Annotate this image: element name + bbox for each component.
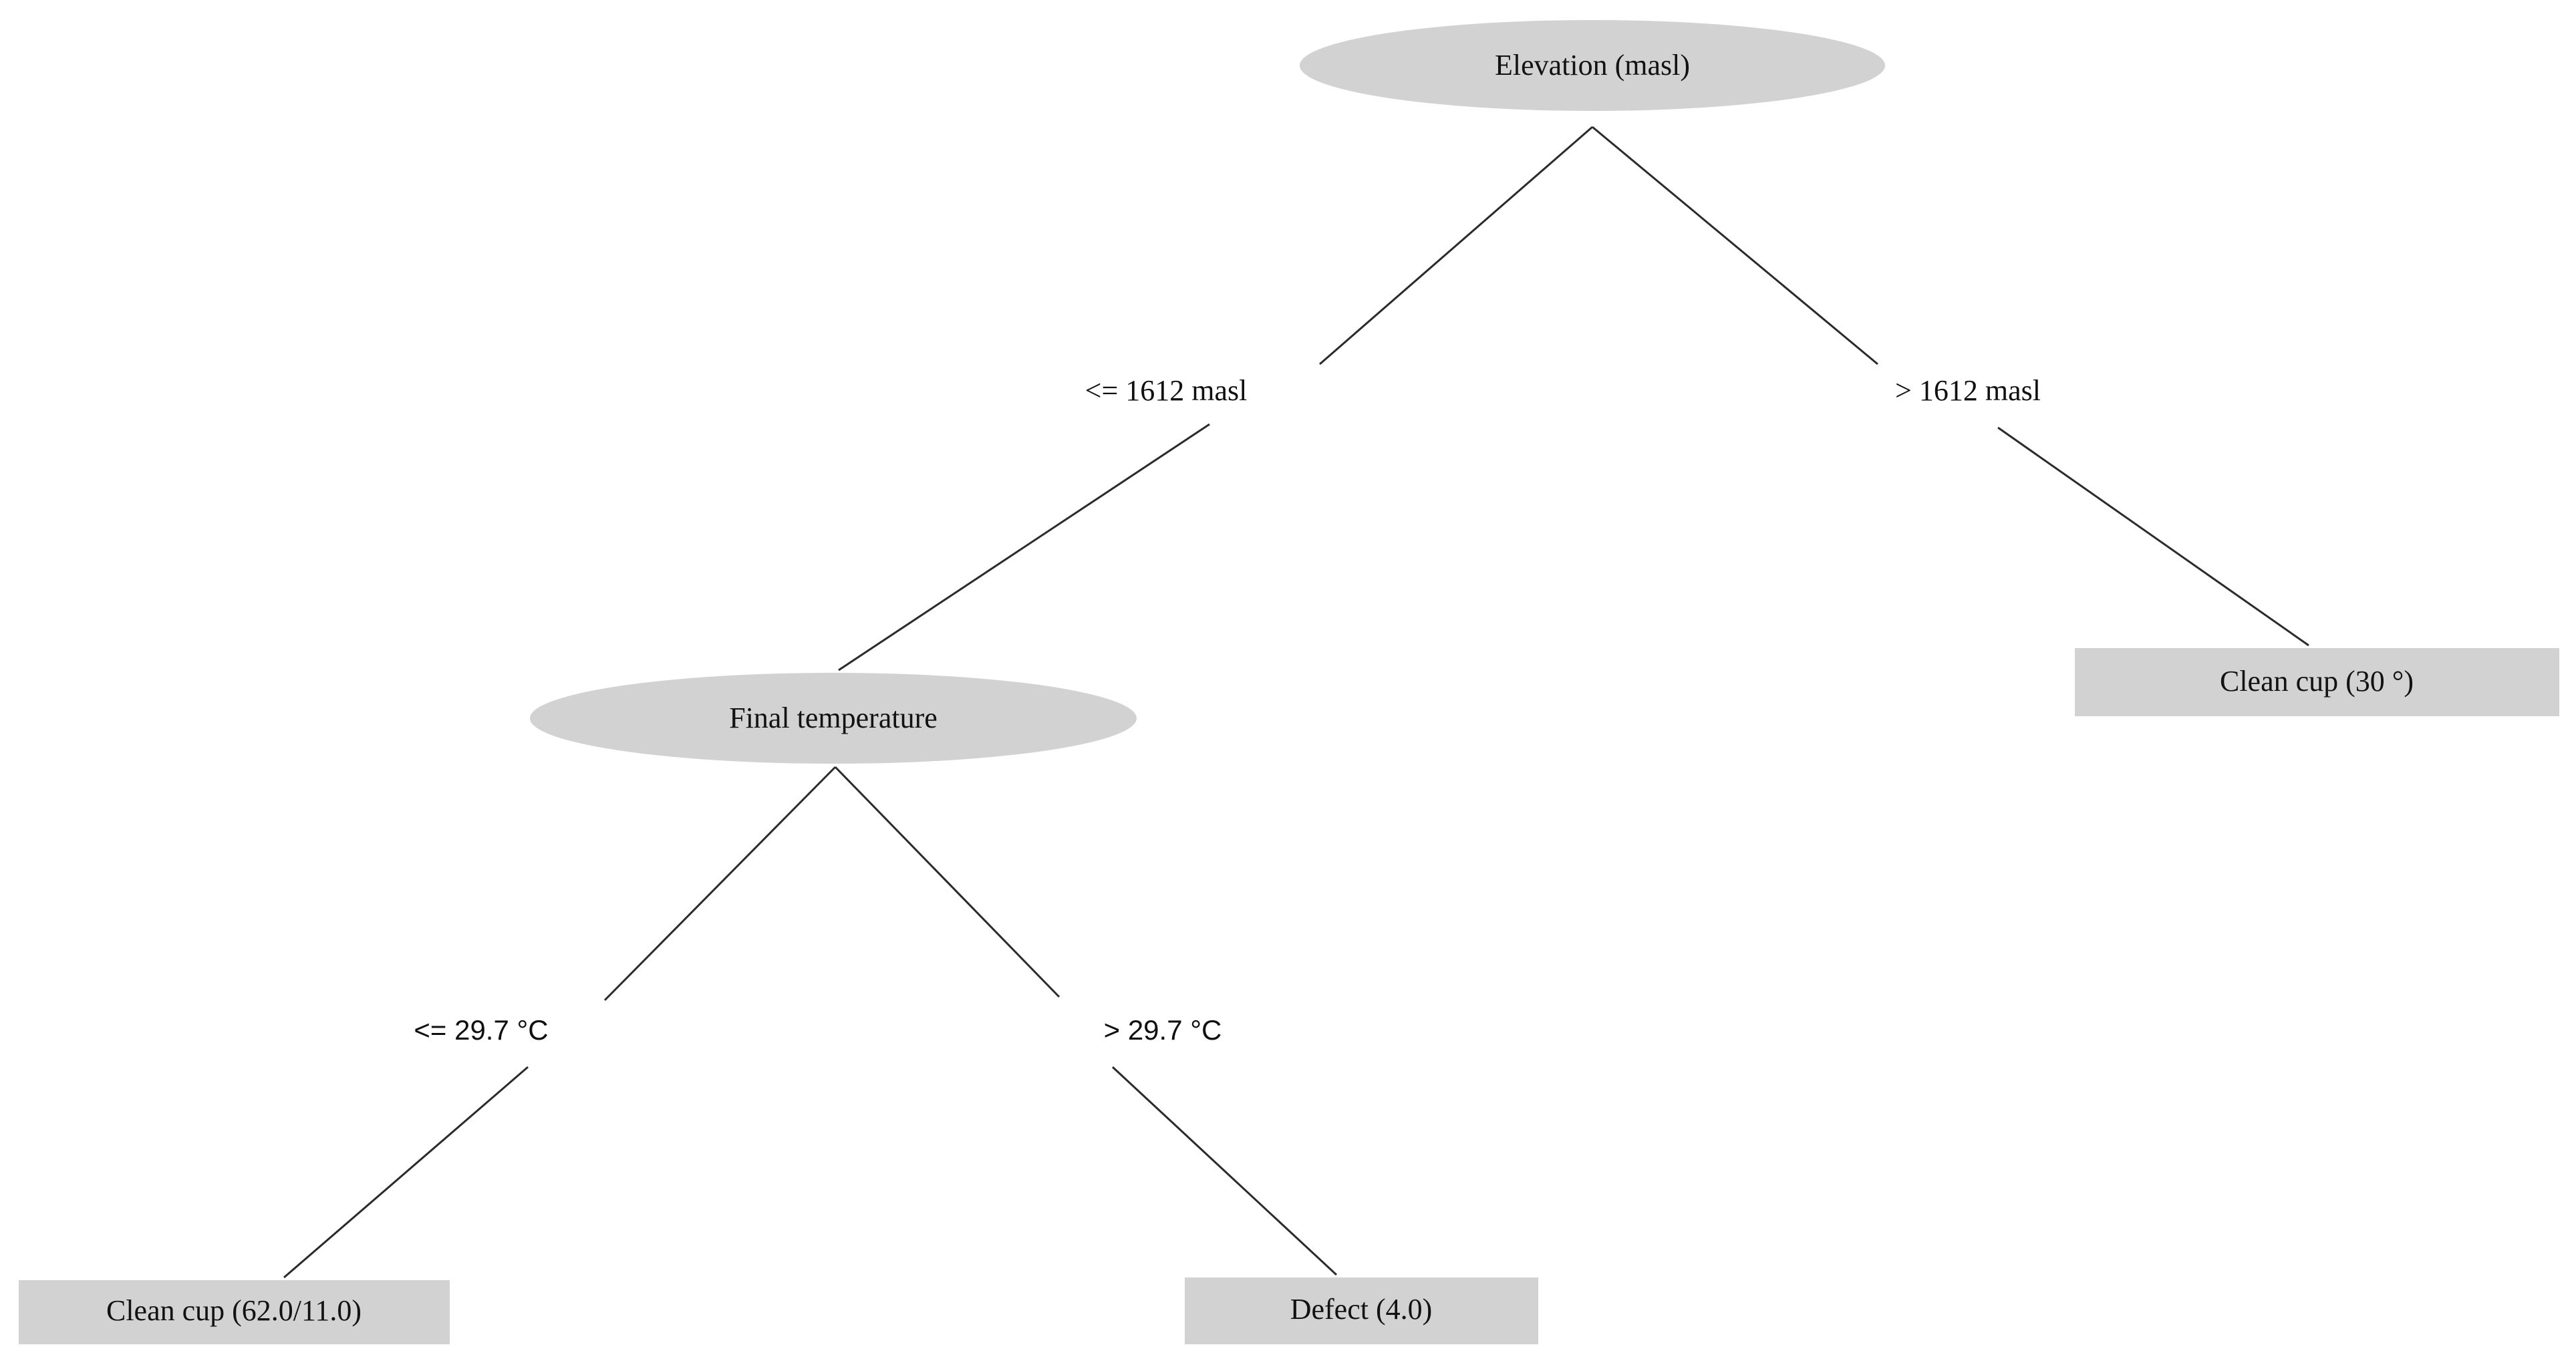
node-internal-final-temperature[interactable]: Final temperature <box>530 673 1137 764</box>
leaf-node-label: Clean cup (62.0/11.0) <box>106 1294 362 1327</box>
internal-node-shape <box>530 673 1137 764</box>
edge-temperature-right <box>834 766 1338 1276</box>
edge-root-left <box>838 126 1593 671</box>
edge-label-elevation-lte: <= 1612 masl <box>1085 374 1248 407</box>
node-leaf-clean-cup-62[interactable]: Clean cup (62.0/11.0) <box>19 1280 450 1344</box>
edge-label-elevation-gt: > 1612 masl <box>1895 374 2041 407</box>
leaf-node-label: Defect (4.0) <box>1290 1293 1433 1326</box>
root-node-label: Elevation (masl) <box>1495 49 1690 82</box>
edge-temperature-left <box>283 766 837 1279</box>
node-leaf-clean-cup-30[interactable]: Clean cup (30 °) <box>2075 648 2559 716</box>
edge-label-group: <= 1612 masl > 1612 masl <= 29.7 °C > 29… <box>414 374 2041 1046</box>
node-root-elevation[interactable]: Elevation (masl) <box>1300 20 1885 111</box>
edge-label-temperature-lte: <= 29.7 °C <box>414 1014 548 1046</box>
leaf-node-shape <box>19 1280 450 1344</box>
root-node-shape <box>1300 20 1885 111</box>
leaf-node-shape <box>2075 648 2559 716</box>
internal-node-label: Final temperature <box>729 702 938 734</box>
leaf-node-shape <box>1185 1277 1538 1344</box>
leaf-node-label: Clean cup (30 °) <box>2220 665 2414 698</box>
edge-root-right <box>1592 126 2309 647</box>
edge-label-temperature-gt: > 29.7 °C <box>1104 1014 1222 1046</box>
edge-group <box>283 126 2309 1279</box>
node-leaf-defect-4[interactable]: Defect (4.0) <box>1185 1277 1538 1344</box>
